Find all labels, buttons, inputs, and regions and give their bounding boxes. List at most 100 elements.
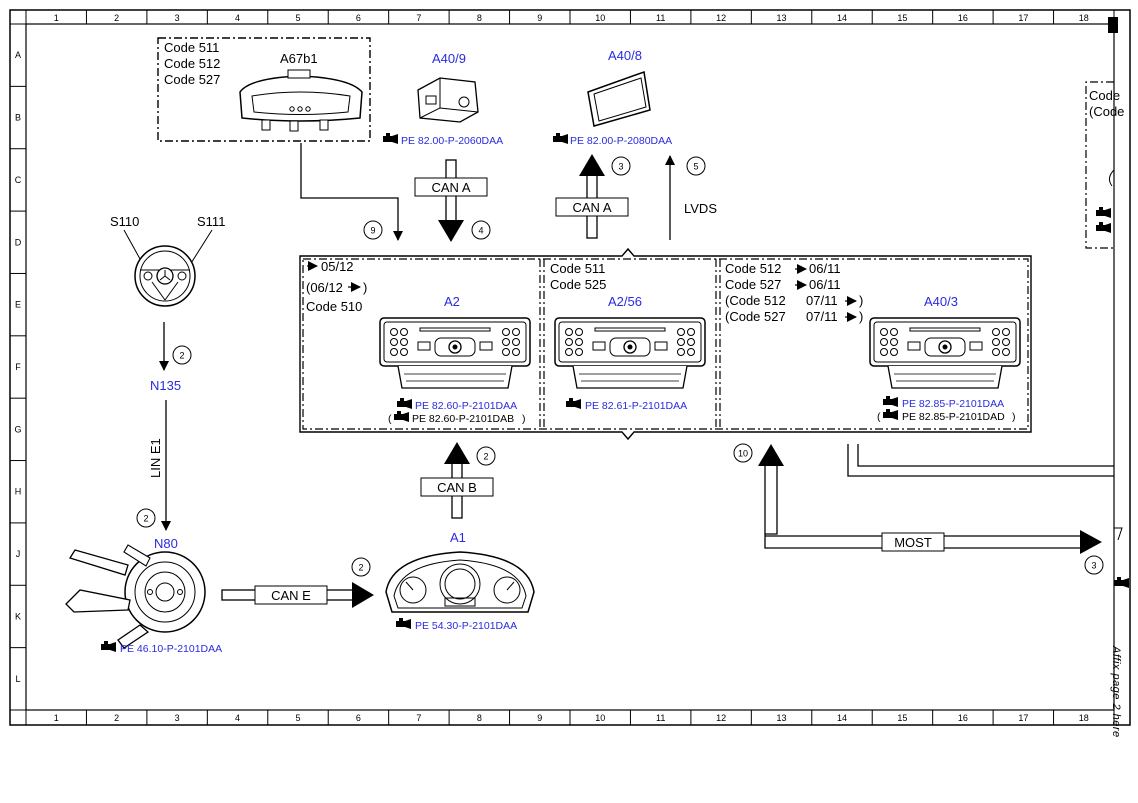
most-loop [758, 444, 1102, 554]
row-label: A [15, 50, 21, 60]
a67b1-label: A67b1 [280, 51, 318, 66]
n80-label: N80 [154, 536, 178, 551]
lvds-label: LVDS [684, 201, 717, 216]
a67b1-code-3: Code 527 [164, 72, 220, 87]
reference-pointer-icon [101, 641, 116, 652]
column-label: 9 [537, 13, 542, 23]
can-b-number: 2 [483, 452, 488, 462]
lin-e1-label: LIN E1 [148, 438, 163, 478]
partial-device-icon [1108, 169, 1115, 187]
partial-device-icon [1114, 527, 1123, 541]
line-number-10-circle [733, 443, 753, 463]
a40-3-close-4: ) [859, 309, 863, 324]
a40-9-ref[interactable]: PE 82.00-P-2060DAA [401, 135, 503, 147]
rearview-mirror-icon [239, 69, 363, 132]
right-partial-code-2: (Code [1089, 104, 1124, 119]
a2-date-from: 05/12 [321, 259, 354, 274]
reference-pointer-icon [883, 409, 898, 420]
row-label: F [15, 362, 21, 372]
a1-ref[interactable]: PE 54.30-P-2101DAA [415, 620, 517, 632]
most-label: MOST [894, 535, 932, 550]
column-label: 16 [958, 13, 968, 23]
column-label: 11 [656, 13, 665, 23]
a67b1-option-box [157, 37, 371, 142]
column-label: 6 [356, 713, 361, 723]
a2-ref[interactable]: PE 82.60-P-2101DAA [415, 400, 517, 412]
column-label: 1 [54, 713, 59, 723]
a2-56-code-1: Code 511 [550, 261, 605, 276]
a2-56-code-2: Code 525 [550, 277, 606, 292]
a40-9-label: A40/9 [432, 51, 466, 66]
head-unit-group-outer [299, 247, 1032, 441]
column-label: 8 [477, 13, 482, 23]
column-label: 1 [54, 13, 59, 23]
reference-pointer-icon [1096, 222, 1111, 233]
can-a-up-label: CAN A [572, 200, 611, 215]
can-e-number: 2 [358, 563, 363, 573]
a40-3-code-4: (Code 527 [725, 309, 786, 324]
affix-note: Affix page 2 here [1100, 640, 1130, 790]
column-label: 15 [897, 713, 907, 723]
row-label: E [15, 300, 21, 310]
n135-label: N135 [150, 378, 181, 393]
a40-8-ref[interactable]: PE 82.00-P-2080DAA [570, 135, 672, 147]
column-label: 10 [595, 13, 605, 23]
a2-ref2[interactable]: PE 82.60-P-2101DAB [412, 413, 514, 425]
column-label: 14 [837, 713, 847, 723]
a40-3-code-2: Code 527 [725, 277, 781, 292]
frame-ticks [10, 10, 1115, 725]
column-label: 17 [1018, 713, 1028, 723]
instrument-cluster-icon [385, 551, 535, 613]
column-label: 16 [958, 713, 968, 723]
line-number-3: 3 [618, 162, 623, 172]
column-label: 3 [175, 13, 180, 23]
n80-ref[interactable]: PE 46.10-P-2101DAA [120, 643, 222, 655]
a40-3-ref2-open: ( [877, 411, 881, 423]
a2-date-close: ) [363, 280, 367, 295]
a2-label: A2 [444, 294, 460, 309]
column-label: 3 [175, 713, 180, 723]
can-b-label: CAN B [437, 480, 477, 495]
display-icon [587, 70, 651, 127]
row-label: G [14, 424, 21, 434]
column-label: 15 [897, 13, 907, 23]
right-bus-line [847, 444, 1114, 477]
most-out-number: 3 [1091, 561, 1096, 571]
row-label: K [15, 611, 21, 621]
line-number-3-circle [1084, 555, 1104, 575]
a40-3-ref[interactable]: PE 82.85-P-2101DAA [902, 398, 1004, 410]
can-a-up-label-box [555, 197, 629, 217]
a2-ref2-open: ( [388, 413, 392, 425]
a40-3-ref2[interactable]: PE 82.85-P-2101DAD [902, 411, 1005, 423]
column-label: 6 [356, 13, 361, 23]
radio-unit-icon [869, 317, 1021, 389]
a1-label: A1 [450, 530, 466, 545]
steering-wheel-icon [134, 245, 196, 307]
most-number: 10 [738, 449, 748, 459]
reference-pointer-icon [394, 411, 409, 422]
line-number-2-circle [351, 557, 371, 577]
can-e-label-box [254, 585, 328, 605]
row-label: B [15, 113, 21, 123]
line-number-9-circle [363, 220, 383, 240]
column-label: 14 [837, 13, 847, 23]
a67b1-code-2: Code 512 [164, 56, 220, 71]
reference-pointer-icon [1114, 577, 1129, 588]
can-a-down-arrow [438, 159, 464, 242]
column-label: 4 [235, 13, 240, 23]
line-number-2-circle [172, 345, 192, 365]
a40-3-label: A40/3 [924, 294, 958, 309]
row-label: H [15, 487, 22, 497]
a40-3-date-4: 07/11 [806, 309, 838, 324]
row-label: C [15, 175, 22, 185]
reference-pointer-icon [1096, 207, 1111, 218]
reference-pointer-icon [566, 398, 581, 409]
row-label: D [15, 237, 22, 247]
most-label-box [881, 532, 945, 552]
a40-8-label: A40/8 [608, 48, 642, 63]
a2-56-ref[interactable]: PE 82.61-P-2101DAA [585, 400, 687, 412]
column-label: 13 [777, 713, 787, 723]
can-a-up-arrow [579, 154, 605, 239]
